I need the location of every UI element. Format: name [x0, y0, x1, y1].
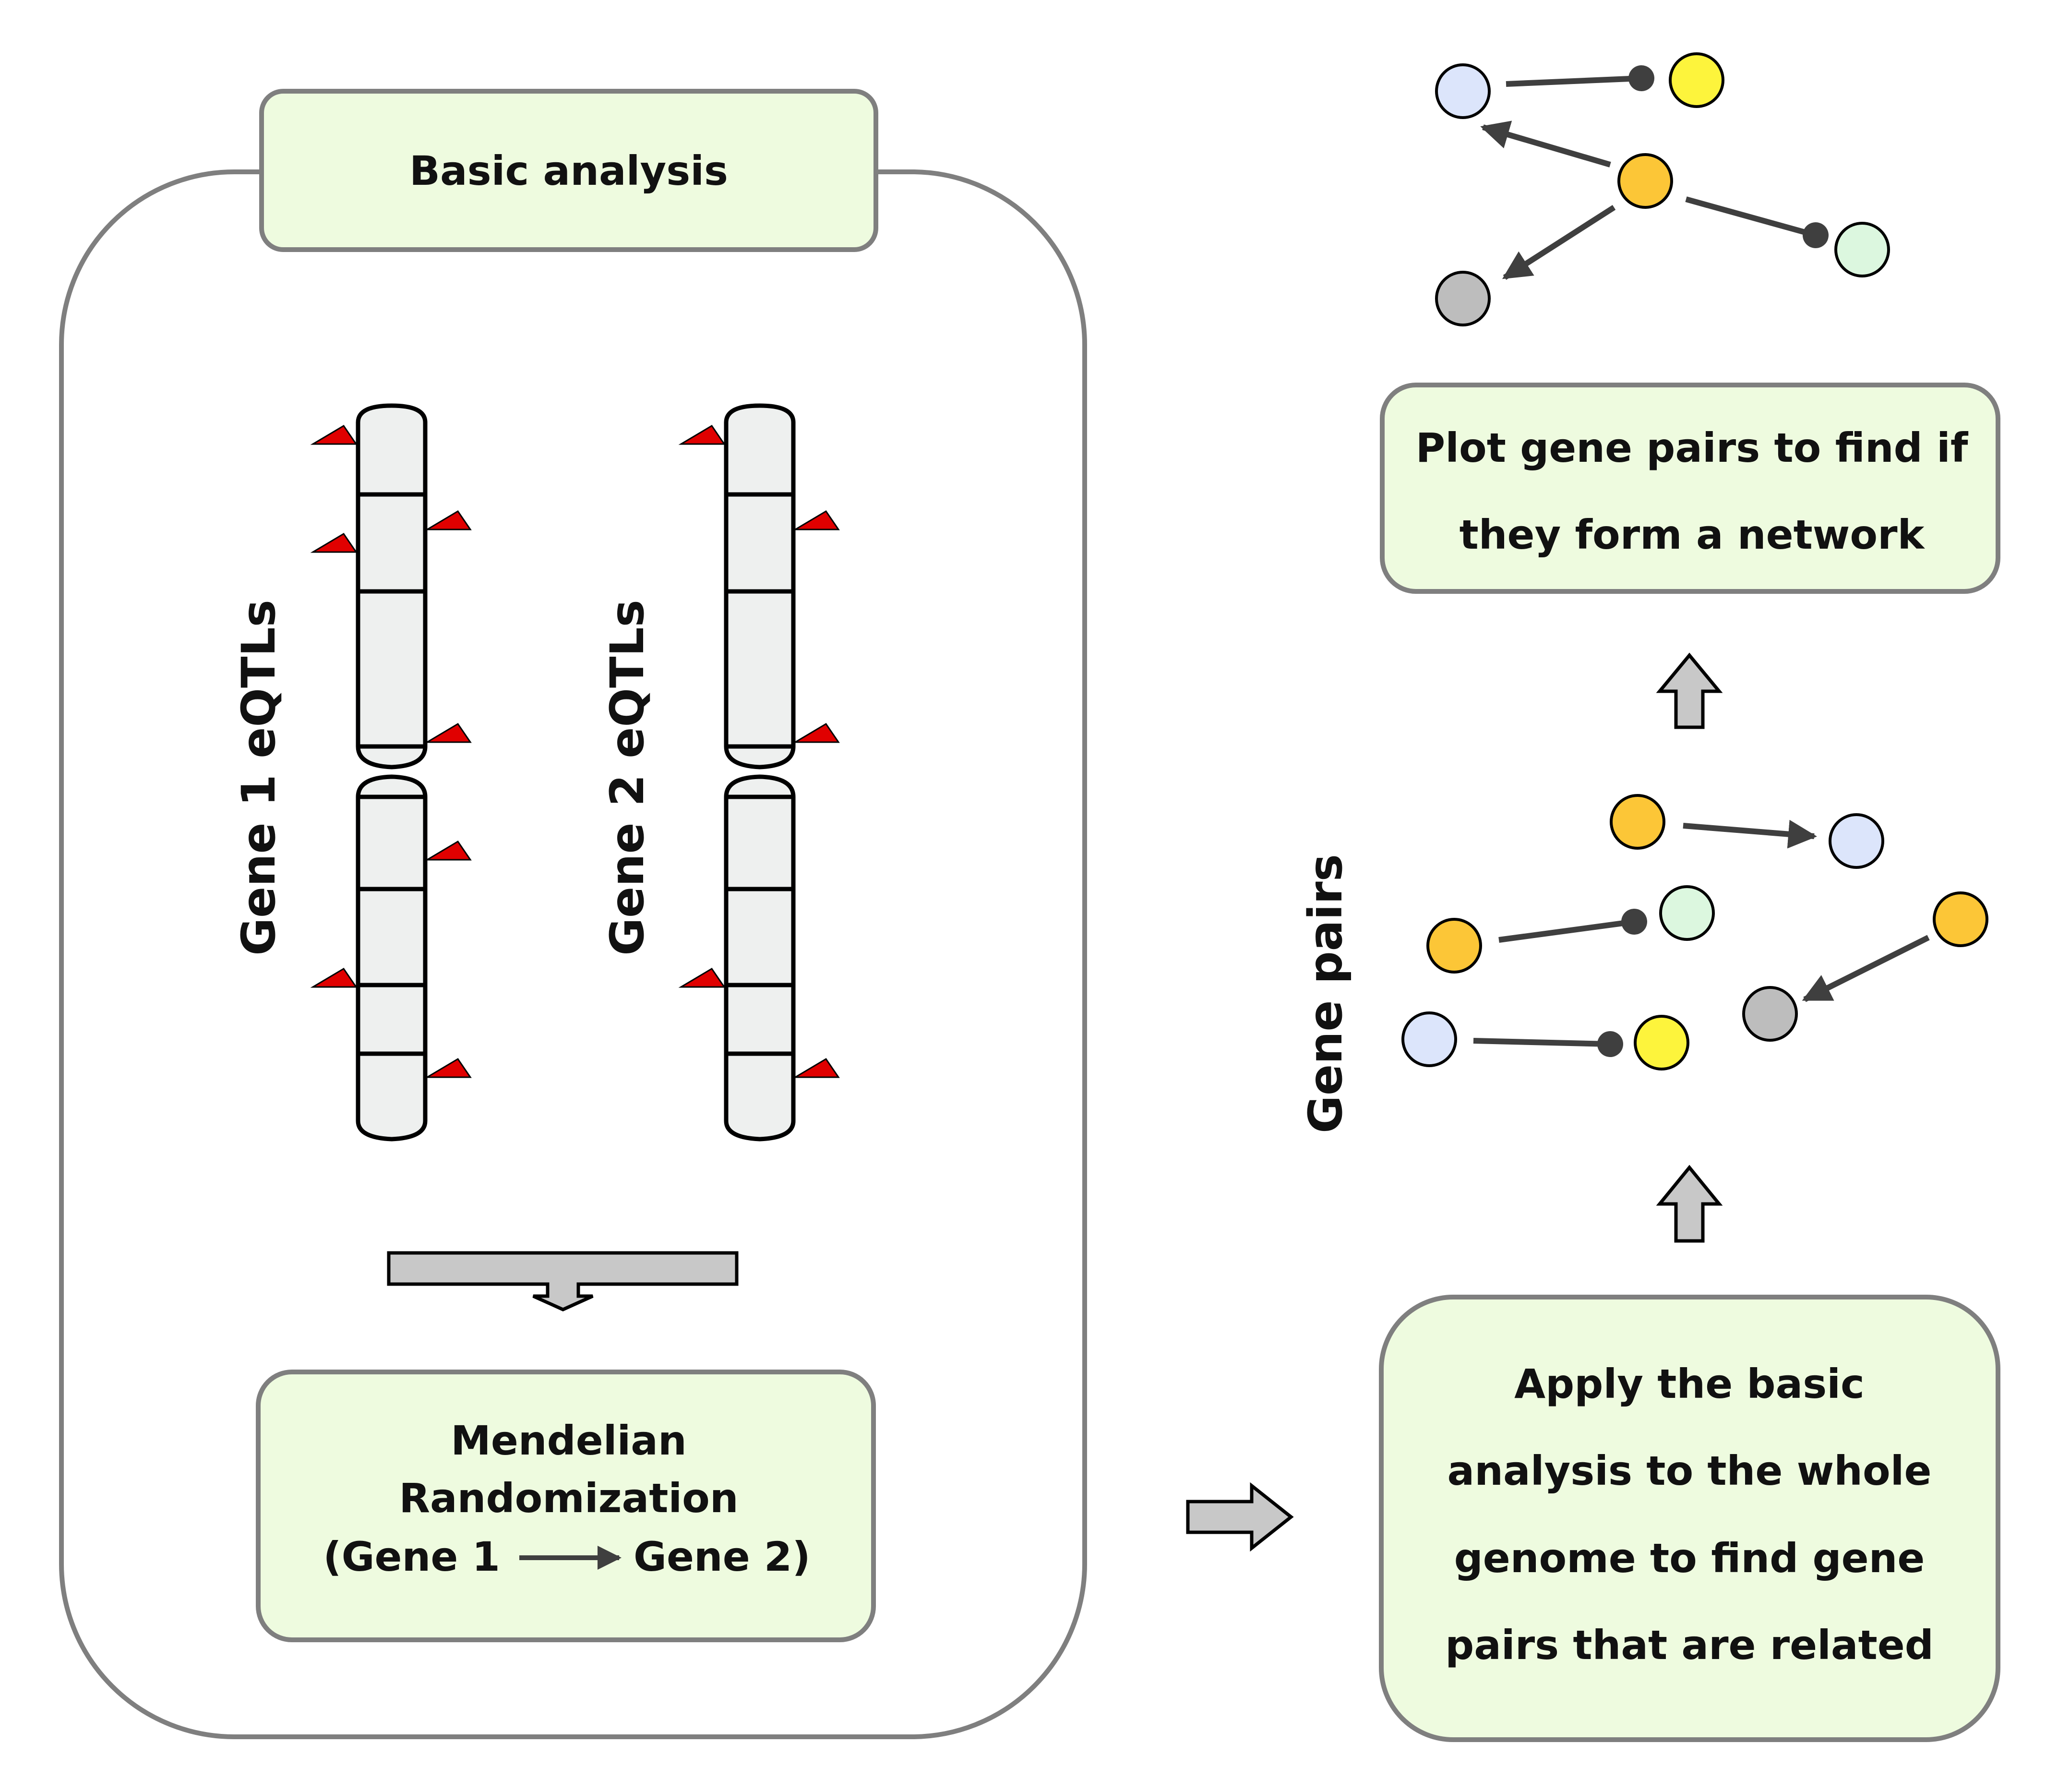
network-edge-inhibition: [1506, 65, 1654, 91]
gene-node: [1829, 813, 1884, 869]
gene-node: [1610, 794, 1665, 850]
gene-node: [1669, 52, 1724, 108]
gene-node: [1426, 918, 1482, 974]
mr-gene-from: (Gene 1: [323, 1533, 500, 1580]
gene1-eqtls-label: Gene 1 eQTLs: [232, 600, 286, 956]
gene-node: [1742, 986, 1798, 1042]
eqtl-marker: [792, 510, 840, 530]
network-edge-activation: [1502, 204, 1616, 280]
network-edge-inhibition: [1685, 196, 1829, 248]
right-flow-arrow: [1186, 1482, 1294, 1552]
gene-node: [1659, 885, 1715, 941]
gene2-eqtl-markers: [678, 424, 840, 1078]
eqtl-marker: [424, 510, 472, 530]
pair-edge-activation: [1683, 819, 1817, 849]
gene-pairs-label: Gene pairs: [1299, 854, 1352, 1133]
gene-node: [1834, 222, 1890, 277]
gene-node: [1435, 63, 1491, 119]
eqtl-marker: [678, 967, 726, 988]
eqtl-marker: [424, 1058, 472, 1078]
mr-gene-to: Gene 2): [634, 1533, 811, 1580]
pair-edge-inhibition: [1473, 1031, 1623, 1057]
mr-line1: Mendelian: [451, 1417, 687, 1464]
eqtl-marker: [310, 532, 358, 553]
pair-edge-inhibition: [1498, 909, 1647, 943]
gene-node: [1401, 1011, 1457, 1067]
eqtl-marker: [792, 1058, 840, 1078]
up-arrow-upper: [1656, 652, 1723, 729]
basic-analysis-title-box: Basic analysis: [259, 89, 878, 252]
apply-analysis-box: Apply the basic analysis to the whole ge…: [1379, 1295, 2000, 1742]
eqtl-marker: [424, 722, 472, 743]
eqtl-marker: [792, 722, 840, 743]
up-arrow-lower: [1656, 1165, 1723, 1243]
basic-analysis-panel: Basic analysis Gene 1 eQTLs Gene 2 eQTLs: [59, 89, 1087, 1739]
network-line2: they form a network: [1460, 511, 1926, 558]
gene-node: [1933, 891, 1988, 947]
mendelian-randomization-box: Mendelian Randomization (Gene 1 Gene 2): [256, 1370, 876, 1642]
eqtl-marker: [424, 840, 472, 861]
gene1-eqtl-markers: [310, 424, 472, 1078]
gene-pairs-cluster: [1401, 794, 1988, 1070]
apply-line4: pairs that are related: [1445, 1622, 1934, 1669]
gene2-eqtls-label: Gene 2 eQTLs: [600, 600, 654, 956]
mr-line2: Randomization: [399, 1475, 738, 1522]
gene-network-graph: [1435, 52, 1890, 326]
eqtl-marker: [310, 424, 358, 445]
eqtl-marker: [678, 424, 726, 445]
apply-line2: analysis to the whole: [1448, 1447, 1932, 1494]
basic-analysis-title: Basic analysis: [409, 147, 728, 194]
merge-down-arrow: [387, 1251, 739, 1311]
gene-node: [1634, 1015, 1689, 1070]
eqtl-marker: [310, 967, 358, 988]
network-box: Plot gene pairs to find if they form a n…: [1380, 383, 2000, 594]
gene2-chromosome: [724, 403, 796, 1142]
gene-node: [1617, 153, 1673, 209]
gene-node: [1435, 271, 1491, 326]
apply-line1: Apply the basic: [1514, 1360, 1865, 1407]
apply-line3: genome to find gene: [1454, 1535, 1925, 1582]
network-edge-activation: [1480, 120, 1611, 168]
gene1-chromosome: [356, 403, 428, 1142]
pair-edge-activation: [1802, 935, 1930, 1002]
network-line1: Plot gene pairs to find if: [1416, 424, 1969, 471]
